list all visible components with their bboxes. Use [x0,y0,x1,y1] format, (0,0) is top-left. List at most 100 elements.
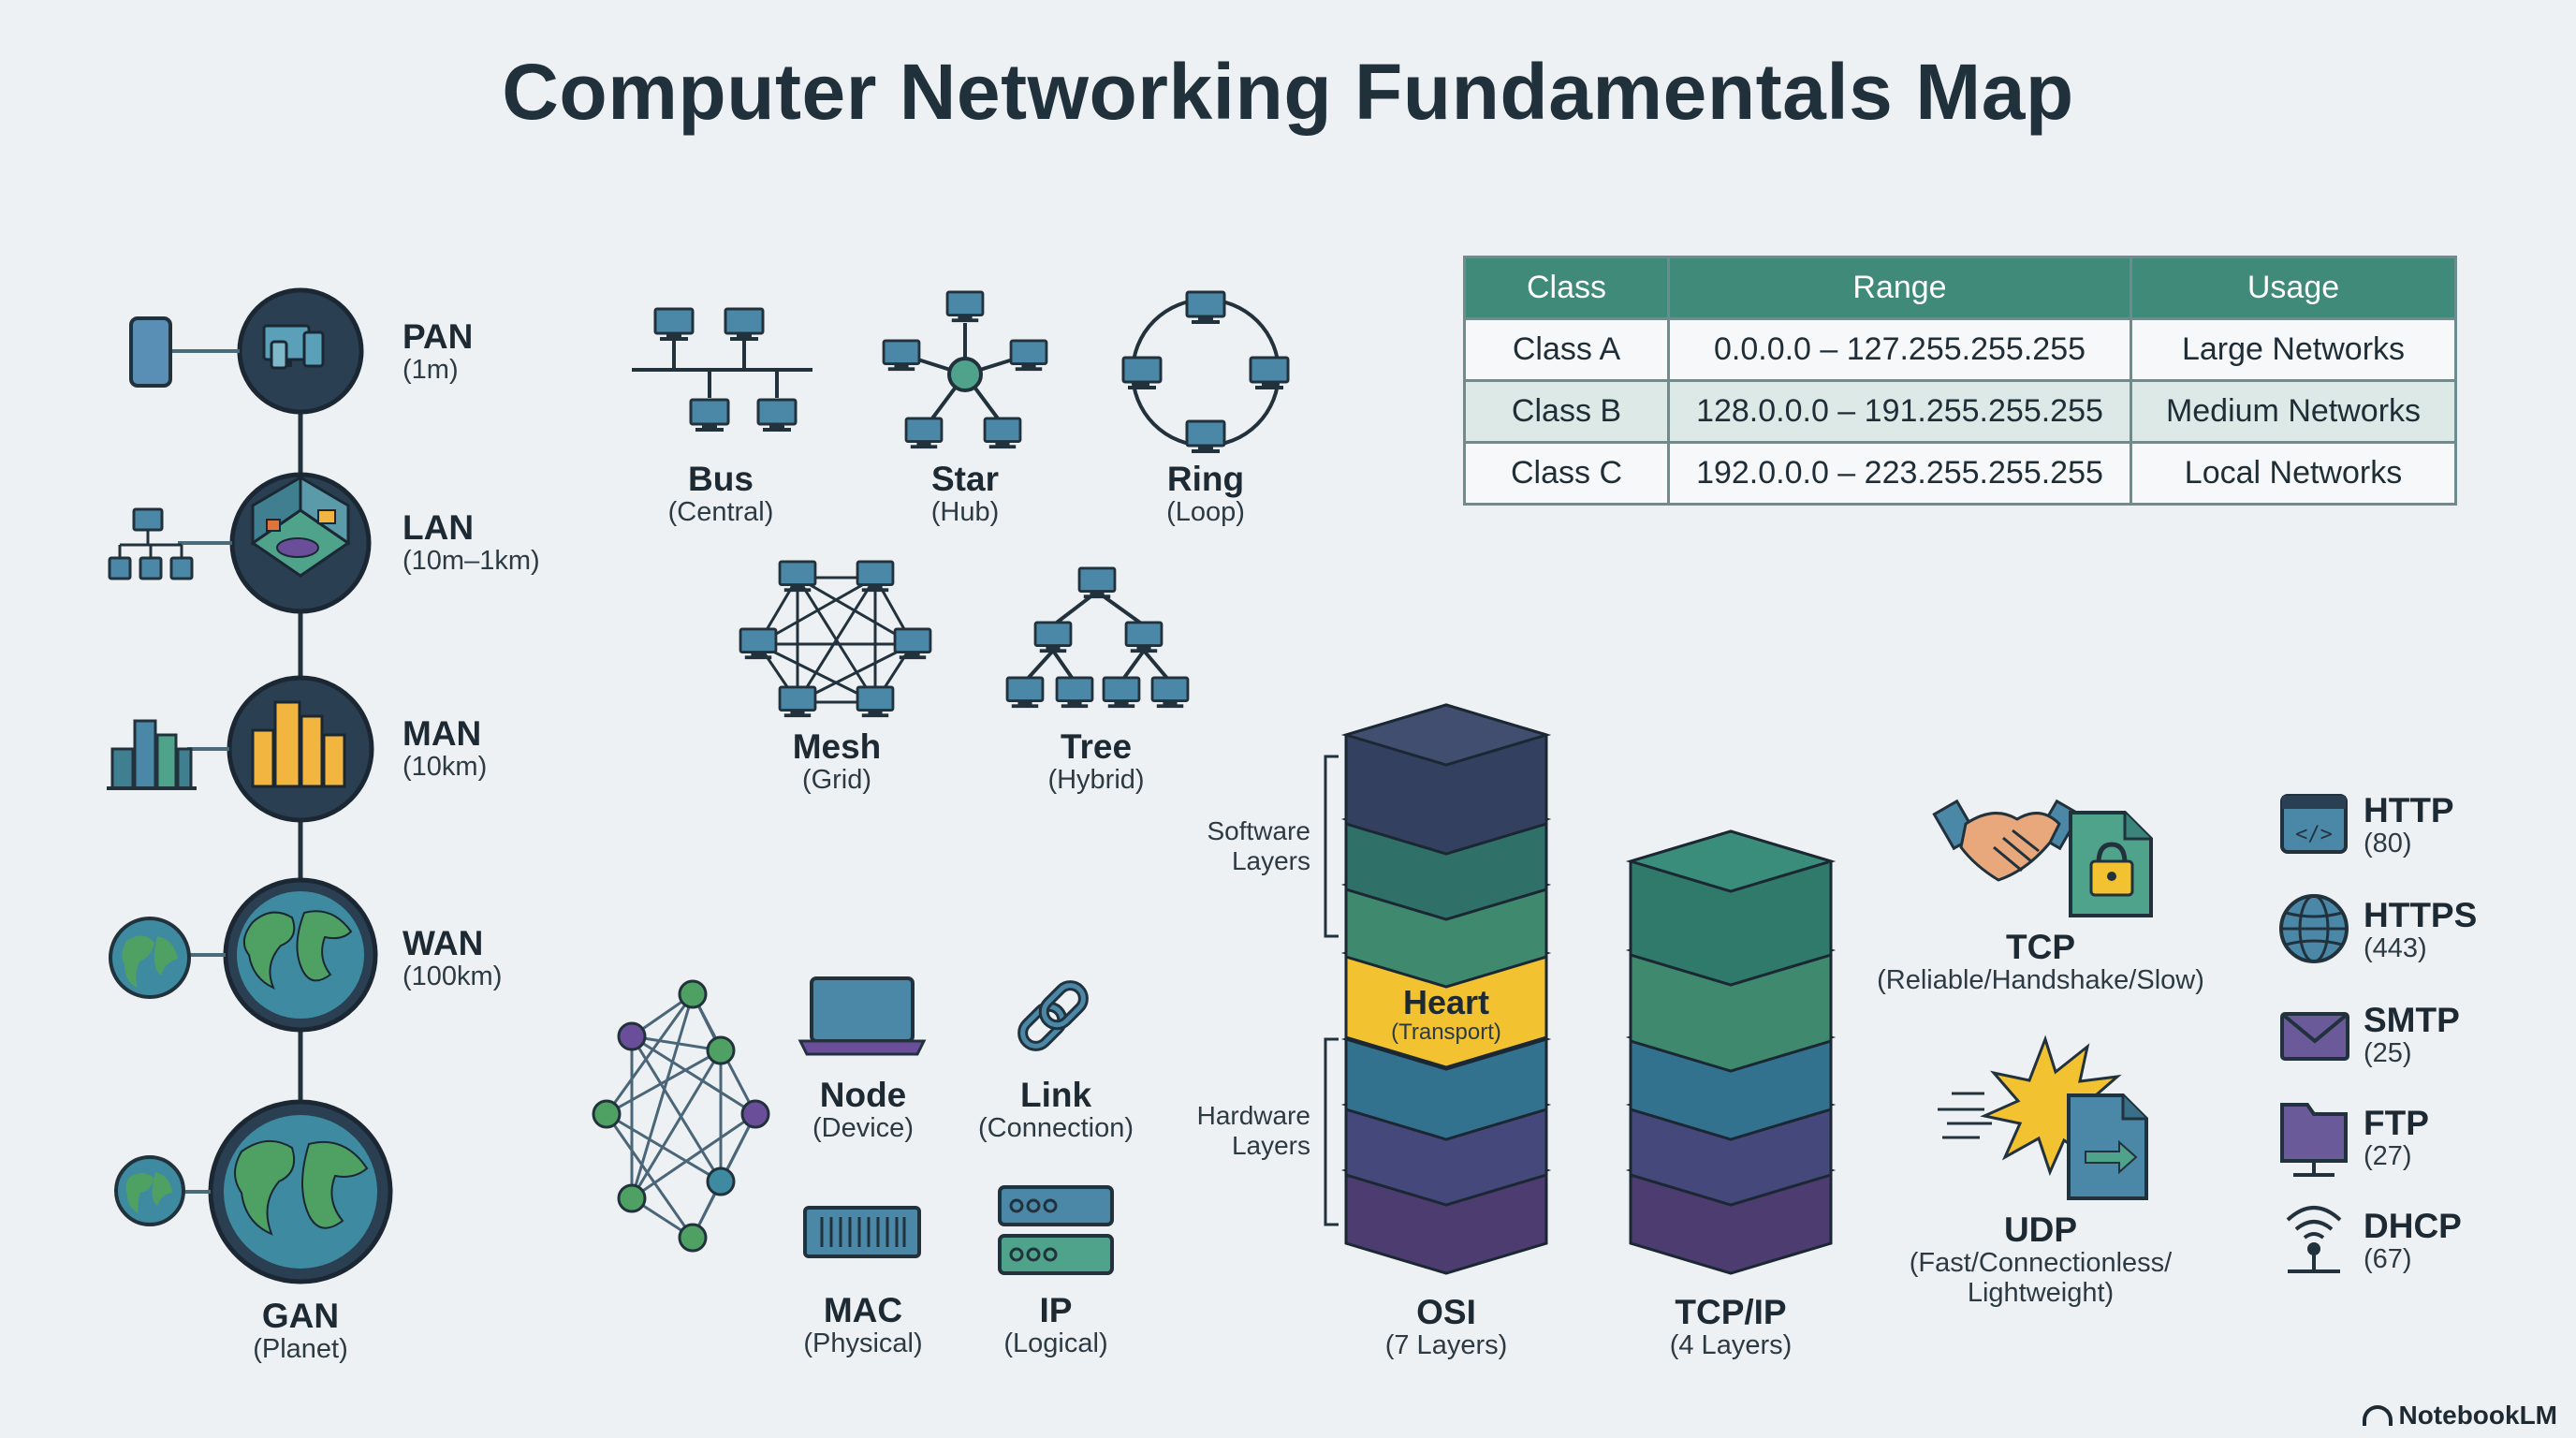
scale-label-lan: LAN (10m–1km) [402,509,540,577]
laptop-icon [798,976,927,1056]
table-row: Class B 128.0.0.0 – 191.255.255.255 Medi… [1463,379,2457,444]
scale-name: MAN [402,714,482,753]
scale-name: PAN [402,317,474,356]
scale-column [107,287,393,1284]
label-line: Hardware [1196,1101,1310,1130]
pan-circle [129,287,364,415]
udp-label: UDP (Fast/Connectionless/ Lightweight) [1853,1211,2228,1309]
network-card-icon [803,1206,921,1258]
component-name: MAC [823,1291,903,1329]
software-layers-label: Software Layers [1161,816,1311,876]
topology-name: Bus [688,460,754,498]
protocol-label-http: HTTP (80) [2364,792,2454,859]
model-desc: (7 Layers) [1384,1329,1508,1360]
folder-icon [2280,1103,2348,1177]
protocol-port: (25) [2364,1037,2412,1068]
protocol-label-https: HTTPS (443) [2364,897,2477,964]
wan-circle [109,877,378,1033]
tcpip-label: TCP/IP (4 Layers) [1637,1294,1824,1361]
osi-label: OSI (7 Layers) [1353,1294,1540,1361]
component-name: Node [819,1076,907,1114]
protocol-name: FTP [2364,1104,2429,1142]
component-name: IP [1039,1291,1073,1329]
table-row: Class C 192.0.0.0 – 223.255.255.255 Loca… [1463,441,2457,506]
hardware-layers-bracket [1324,1037,1339,1226]
topology-desc: (Central) [667,496,774,527]
component-desc: (Device) [812,1112,914,1143]
wireless-icon [2286,1206,2342,1273]
scale-range: (10km) [402,751,488,782]
lan-circle [108,472,372,614]
hardware-layers-label: Hardware Layers [1161,1101,1310,1161]
protocol-name: DHCP [2364,1207,2462,1245]
model-name: OSI [1416,1293,1476,1331]
component-label-ip: IP (Logical) [962,1292,1149,1359]
label-line: Layers [1231,1131,1310,1161]
heart-name: Heart [1402,983,1490,1021]
topology-name: Tree [1060,727,1133,766]
column-header: Range [1667,256,2132,320]
tree-topology-icon [1005,566,1190,710]
table-header-row: Class Range Usage [1463,256,2457,320]
protocol-port: (27) [2364,1140,2412,1171]
protocol-label-dhcp: DHCP (67) [2364,1208,2462,1275]
component-name: Link [1019,1076,1092,1114]
software-layers-bracket [1324,755,1339,938]
topology-desc: (Loop) [1166,496,1245,527]
envelope-icon [2280,1012,2349,1061]
small-earth-icon [114,1155,185,1226]
small-globe-icon [109,917,191,999]
ip-class-table: Class Range Usage Class A 0.0.0.0 – 127.… [1463,256,2457,506]
label-line: Layers [1231,846,1310,876]
table-cell: Medium Networks [2130,379,2457,444]
topology-label-mesh: Mesh (Grid) [743,728,930,796]
tcpip-stack [1625,829,1837,1275]
ring-topology-icon [1121,290,1290,455]
protocol-desc: (Fast/Connectionless/ [1909,1247,2173,1278]
component-label-link: Link (Connection) [962,1077,1149,1144]
protocol-desc: Lightweight) [1967,1277,2115,1308]
protocol-name: SMTP [2364,1001,2460,1039]
handshake-icon [1932,799,2082,882]
scale-label-wan: WAN (100km) [402,925,502,992]
table-cell: 0.0.0.0 – 127.255.255.255 [1667,317,2132,382]
heart-desc: (Transport) [1391,1019,1501,1045]
brand-text: NotebookLM [2398,1401,2557,1430]
table-cell: Class A [1463,317,1670,382]
globe-icon [2279,894,2349,963]
mesh-topology-icon [739,560,932,719]
chain-link-icon [1017,980,1089,1051]
protocol-name: TCP [2006,928,2075,966]
protocol-name: UDP [2003,1211,2078,1249]
lan-tree-icon [108,507,194,580]
topology-name: Ring [1166,460,1245,498]
topology-desc: (Hub) [930,496,1000,527]
table-cell: Local Networks [2130,441,2457,506]
topology-label-tree: Tree (Hybrid) [1003,728,1190,796]
table-row: Class A 0.0.0.0 – 127.255.255.255 Large … [1463,317,2457,382]
model-name: TCP/IP [1675,1293,1787,1331]
component-desc: (Connection) [977,1112,1134,1143]
svg-text:</>: </> [2295,823,2333,846]
code-window-icon: </> [2280,794,2348,854]
heart-layer-label: Heart (Transport) [1353,985,1540,1044]
scale-name: LAN [402,508,475,547]
notebooklm-brand: NotebookLM [2363,1401,2557,1431]
column-header: Usage [2130,256,2457,320]
man-circle [107,675,374,823]
topology-desc: (Grid) [801,764,872,795]
table-cell: Class C [1463,441,1670,506]
protocol-desc: (Reliable/Handshake/Slow) [1877,964,2204,995]
column-header: Class [1463,256,1670,320]
component-label-node: Node (Device) [769,1077,957,1144]
gan-circle [114,1099,393,1284]
scale-range: (10m–1km) [402,545,540,576]
bus-topology-icon [632,307,812,433]
server-icon [998,1185,1114,1275]
scale-name: WAN [402,924,484,962]
protocol-port: (67) [2364,1243,2412,1274]
scale-name: GAN [261,1297,340,1335]
protocol-port: (80) [2364,828,2412,858]
topology-label-ring: Ring (Loop) [1112,461,1299,528]
topology-desc: (Hybrid) [1047,764,1145,795]
